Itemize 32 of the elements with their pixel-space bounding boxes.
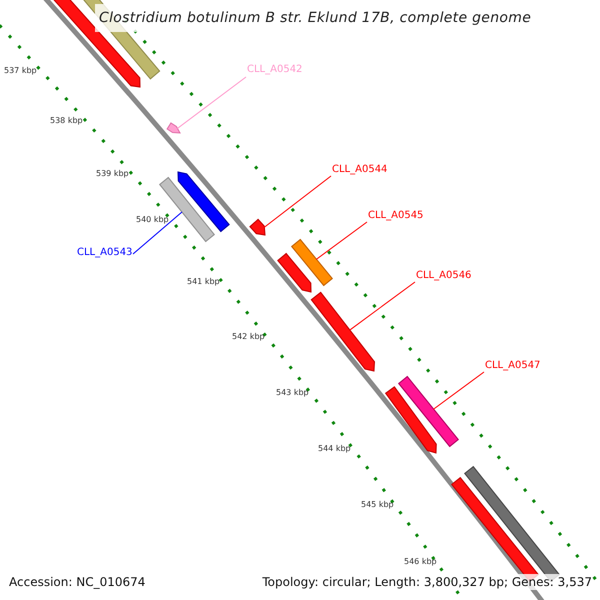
tick-label: 545 kbp (361, 500, 394, 510)
leader-line (316, 222, 368, 260)
gene-label: CLL_A0543 (77, 246, 132, 259)
leader-line (176, 76, 246, 130)
tick-label: 538 kbp (50, 116, 83, 126)
gene-feature (384, 386, 437, 454)
gene-label: CLL_A0542 (247, 63, 302, 76)
gene-label: CLL_A0545 (368, 209, 424, 222)
tick-label: 543 kbp (276, 388, 309, 398)
gene-label: CLL_A0546 (416, 269, 472, 282)
leader-line (264, 176, 332, 228)
gene-feature (277, 252, 312, 293)
gene-feature (177, 171, 230, 232)
gene-feature (166, 122, 181, 134)
tick-label: 546 kbp (404, 557, 437, 567)
tick-label: 539 kbp (96, 169, 129, 179)
gene-feature-block (398, 376, 459, 448)
gene-feature (249, 218, 266, 236)
leader-line (349, 282, 416, 331)
map-info-text: Accession: NC_010674 (9, 574, 146, 590)
tick-label: 540 kbp (136, 215, 169, 225)
gene-feature (310, 292, 375, 372)
tick-label: 537 kbp (4, 66, 37, 76)
tick-label: 542 kbp (232, 332, 265, 342)
tick-label: 544 kbp (318, 444, 351, 454)
gene-label: CLL_A0547 (485, 359, 540, 372)
leader-line (132, 212, 182, 254)
gene-feature-block (291, 238, 333, 286)
leader-line (432, 372, 484, 410)
tick-label: 541 kbp (187, 277, 220, 287)
map-info-text: Topology: circular; Length: 3,800,327 bp; Genes: 3,537 (262, 574, 592, 590)
gene-label: CLL_A0544 (332, 163, 388, 176)
